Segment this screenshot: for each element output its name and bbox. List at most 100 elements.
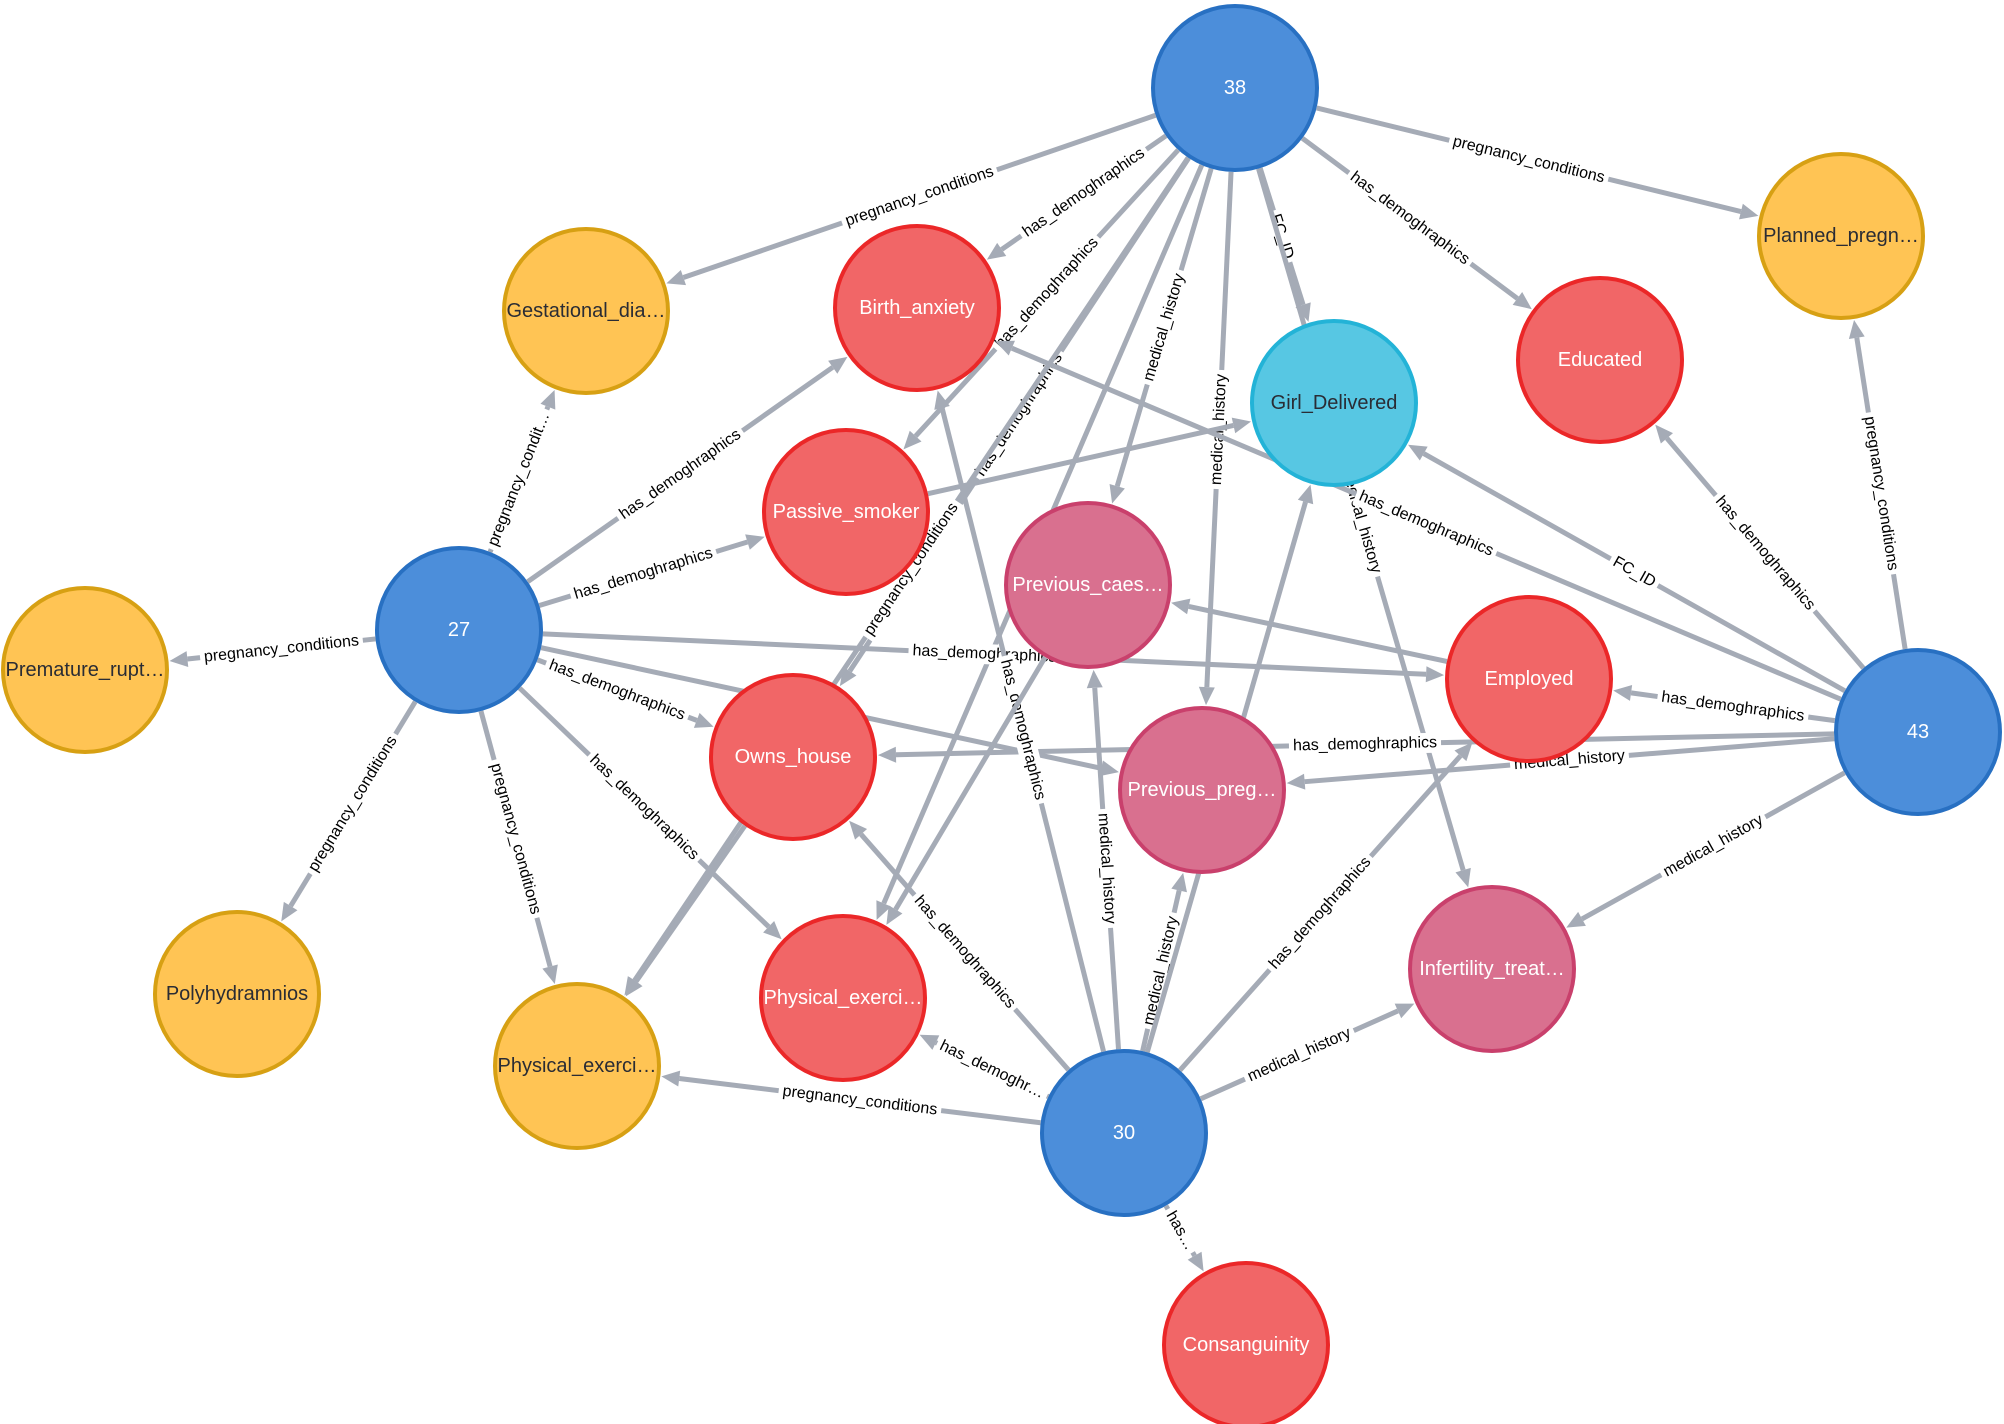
edge-n30-physY[interactable]: pregnancy_conditions (661, 1070, 1041, 1126)
edge-label-bg (199, 630, 364, 668)
node-circle[interactable] (1445, 595, 1613, 763)
node-circle[interactable] (375, 546, 543, 714)
node-poly[interactable]: Polyhydramnios (153, 910, 321, 1078)
node-circle[interactable] (762, 428, 930, 596)
edge-label-group: pregnancy_conditions (199, 630, 364, 668)
arrowhead-icon (540, 389, 556, 410)
node-employed[interactable]: Employed (1445, 595, 1613, 763)
edge-label-group: pregnancy_conditions (301, 728, 405, 879)
edge-label-group: has_demoghraphics (567, 542, 720, 606)
arrowhead-icon (281, 901, 298, 922)
edge-employed-prevcaes[interactable] (1171, 598, 1448, 664)
edge-n43-owns[interactable]: has_demoghraphics (877, 731, 1835, 763)
edge-label-bg (582, 747, 706, 868)
arrowhead-icon (542, 964, 558, 984)
edge-label: pregnancy_condit… (485, 410, 553, 549)
node-circle[interactable] (1004, 501, 1172, 669)
node-passive[interactable]: Passive_smoker (762, 428, 930, 596)
node-plan[interactable]: Planned_pregn… (1757, 152, 1925, 320)
node-gest[interactable]: Gestational_dia… (502, 227, 670, 395)
edge-label-group: pregnancy_conditions (777, 1080, 943, 1121)
edge-n38-prevcaes[interactable]: medical_history (1109, 167, 1214, 504)
edge-passive-girl[interactable] (927, 417, 1252, 497)
node-prem[interactable]: Premature_rupt… (1, 586, 169, 754)
edge-n38-birth[interactable]: has_demoghraphics (986, 133, 1168, 260)
node-circle[interactable] (1118, 706, 1286, 874)
edge-label-group: FC_ID (1605, 550, 1663, 595)
edge-label: has_demoghraphics (1712, 493, 1819, 614)
arrowhead-icon (1455, 867, 1471, 888)
node-educ[interactable]: Educated (1516, 276, 1684, 444)
edge-label-group: has_demoghraphics (582, 747, 706, 868)
arrowhead-icon (1408, 444, 1428, 461)
edge-label: has_demoghraphics (1293, 734, 1437, 754)
edge-n43-plan[interactable]: pregnancy_conditions (1848, 319, 1908, 650)
node-circle[interactable] (1516, 276, 1684, 444)
node-circle[interactable] (759, 914, 927, 1082)
node-circle[interactable] (1408, 885, 1576, 1053)
node-circle[interactable] (493, 982, 661, 1150)
edge-owns-physY[interactable] (625, 824, 747, 997)
edge-label-bg (838, 160, 1001, 233)
edge-label-group: has_demoghraphics (1262, 849, 1379, 977)
edge-n38-girl[interactable]: FC_ID (1257, 167, 1311, 322)
edge-n43-infert[interactable]: medical_history (1566, 770, 1846, 928)
node-circle[interactable] (1, 586, 169, 754)
node-infert[interactable]: Infertility_treat… (1408, 885, 1576, 1053)
arrowhead-icon (849, 820, 868, 840)
edge-n38-educ[interactable]: has_demoghraphics (1300, 136, 1532, 310)
arrowhead-icon (903, 430, 922, 450)
node-n27[interactable]: 27 (375, 546, 543, 714)
edge-label-group: has_demoghraphics (1342, 164, 1477, 272)
arrowhead-icon (1171, 872, 1187, 893)
edge-label-bg (1656, 686, 1810, 727)
arrowhead-icon (1566, 911, 1586, 928)
edge-n27-employed[interactable]: has_demoghraphics (542, 631, 1445, 683)
edge-label-bg (542, 653, 692, 727)
edge-n30-prevcaes[interactable]: medical_history (1086, 669, 1121, 1050)
node-n43[interactable]: 43 (1834, 648, 2002, 816)
node-prevcaes[interactable]: Previous_caes… (1004, 501, 1172, 669)
node-physR[interactable]: Physical_exerci… (759, 914, 927, 1082)
edge-n27-prem[interactable]: pregnancy_conditions (169, 630, 376, 668)
node-circle[interactable] (1250, 319, 1418, 487)
edge-n27-physY[interactable]: pregnancy_conditions (478, 710, 558, 984)
edge-n30-prevpreg[interactable]: medical_history (1137, 872, 1187, 1052)
edge-n43-employed[interactable]: has_demoghraphics (1613, 684, 1836, 727)
edge-n27-gest[interactable]: pregnancy_condit… (481, 389, 557, 553)
node-physY[interactable]: Physical_exerci… (493, 982, 661, 1150)
edge-line (633, 824, 747, 984)
edge-label-group: has_demoghraphics (1656, 686, 1810, 727)
node-n38[interactable]: 38 (1151, 4, 1319, 172)
node-circle[interactable] (833, 224, 1001, 392)
node-owns[interactable]: Owns_house (709, 673, 877, 841)
edge-label-bg (994, 653, 1052, 806)
node-circle[interactable] (153, 910, 321, 1078)
node-birth[interactable]: Birth_anxiety (833, 224, 1001, 392)
edge-line (927, 423, 1235, 497)
node-girl[interactable]: Girl_Delivered (1250, 319, 1418, 487)
node-consang[interactable]: Consanguinity (1162, 1261, 1330, 1424)
node-circle[interactable] (1040, 1049, 1208, 1217)
edge-prevcaes-physR[interactable] (886, 655, 1048, 925)
node-prevpreg[interactable]: Previous_preg… (1118, 706, 1286, 874)
node-circle[interactable] (1162, 1261, 1330, 1424)
edge-label: has_demoghraphics (1020, 145, 1148, 241)
node-circle[interactable] (1151, 4, 1319, 172)
node-n30[interactable]: 30 (1040, 1049, 1208, 1217)
edge-n30-physR[interactable]: has_demoghr… (919, 1034, 1052, 1106)
arrowhead-icon (986, 242, 1007, 260)
edge-n30-infert[interactable]: medical_history (1199, 1003, 1415, 1102)
edge-label-group: has_demoghraphics (1708, 488, 1823, 618)
node-circle[interactable] (1834, 648, 2002, 816)
edge-n27-poly[interactable]: pregnancy_conditions (281, 700, 418, 922)
edge-label: has… (1162, 1208, 1198, 1253)
edge-label: medical_history (1094, 812, 1118, 924)
edge-label-group: medical_history (1092, 808, 1121, 929)
node-circle[interactable] (709, 673, 877, 841)
arrowhead-icon (877, 746, 897, 763)
node-circle[interactable] (502, 227, 670, 395)
node-circle[interactable] (1757, 152, 1925, 320)
edge-n27-passive[interactable]: has_demoghraphics (538, 534, 765, 608)
edge-n30-consang[interactable]: has… (1159, 1204, 1204, 1272)
